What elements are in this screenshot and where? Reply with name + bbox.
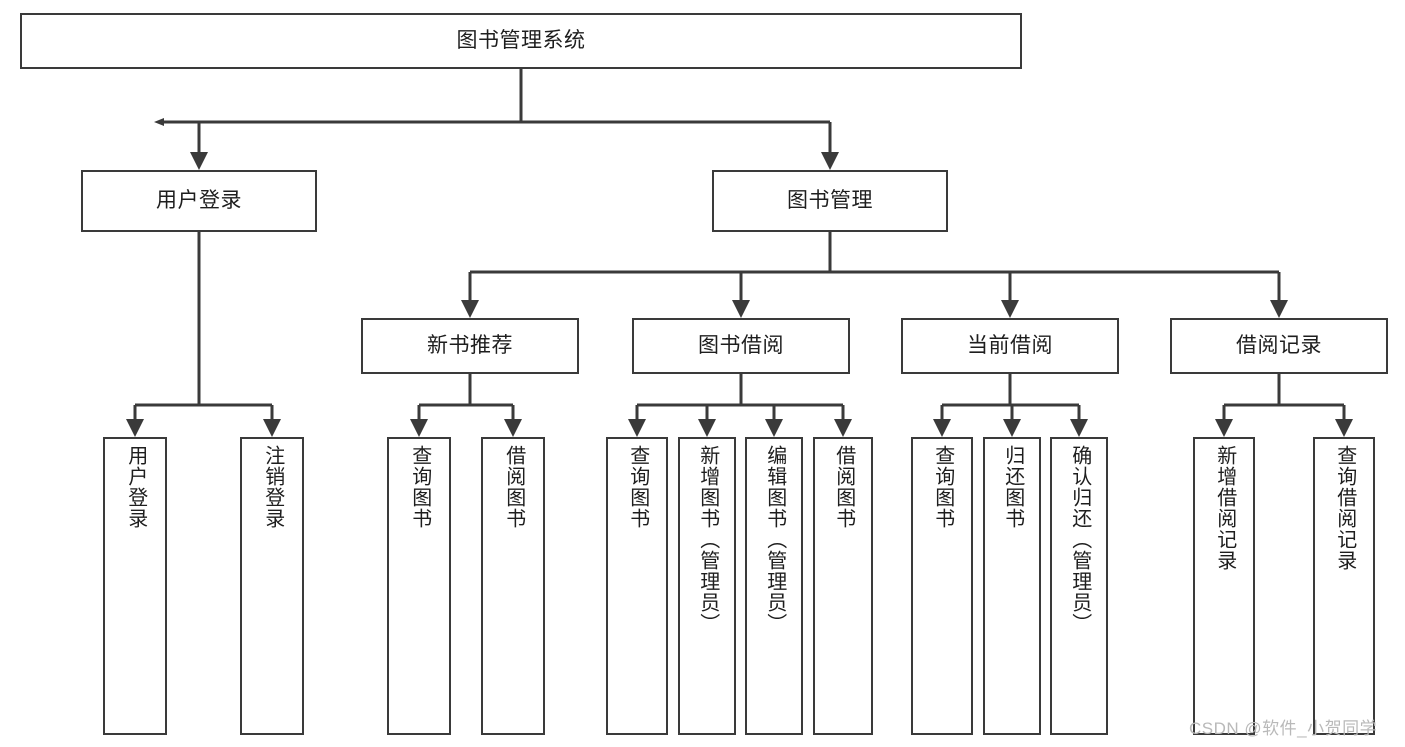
node-label: 借阅图书 — [502, 445, 525, 529]
node-new-book-recommend[interactable]: 新书推荐 — [361, 318, 579, 374]
node-label: 图书借阅 — [698, 333, 784, 357]
leaf-borrow-edit-book-admin[interactable]: 编辑图书（管理员） — [745, 437, 803, 735]
node-label: 借阅记录 — [1236, 333, 1322, 357]
leaf-current-query-book[interactable]: 查询图书 — [911, 437, 973, 735]
node-label: 图书管理系统 — [456, 28, 586, 52]
leaf-borrow-add-book-admin[interactable]: 新增图书（管理员） — [678, 437, 736, 735]
leaf-borrow-borrow-book[interactable]: 借阅图书 — [813, 437, 873, 735]
node-label: 借阅图书 — [832, 445, 855, 529]
leaf-newbook-borrow-book[interactable]: 借阅图书 — [481, 437, 545, 735]
node-label: 查询借阅记录 — [1333, 445, 1356, 571]
leaf-user-login[interactable]: 用户登录 — [103, 437, 167, 735]
node-label: 查询图书 — [931, 445, 954, 529]
arrowhead-book-manage — [821, 152, 839, 170]
leaf-record-query-borrow-record[interactable]: 查询借阅记录 — [1313, 437, 1375, 735]
node-label: 新书推荐 — [427, 333, 513, 357]
node-borrow-record[interactable]: 借阅记录 — [1170, 318, 1388, 374]
node-label: 查询图书 — [408, 445, 431, 529]
node-label: 编辑图书（管理员） — [763, 445, 786, 634]
node-label: 当前借阅 — [967, 333, 1053, 357]
node-label: 注销登录 — [261, 445, 284, 529]
leaf-borrow-query-book[interactable]: 查询图书 — [606, 437, 668, 735]
leaf-newbook-query-book[interactable]: 查询图书 — [387, 437, 451, 735]
node-root-system[interactable]: 图书管理系统 — [20, 13, 1022, 69]
node-label: 新增图书（管理员） — [696, 445, 719, 634]
node-label: 用户登录 — [156, 188, 242, 212]
leaf-record-add-borrow-record[interactable]: 新增借阅记录 — [1193, 437, 1255, 735]
node-label: 查询图书 — [626, 445, 649, 529]
edge-root-to-level1 — [154, 69, 830, 126]
arrowhead-user-login — [190, 152, 208, 170]
node-label: 图书管理 — [787, 188, 873, 212]
leaf-current-confirm-return-admin[interactable]: 确认归还（管理员） — [1050, 437, 1108, 735]
node-label: 归还图书 — [1001, 445, 1024, 529]
node-book-management[interactable]: 图书管理 — [712, 170, 948, 232]
node-label: 用户登录 — [124, 445, 147, 529]
leaf-logout[interactable]: 注销登录 — [240, 437, 304, 735]
node-label: 确认归还（管理员） — [1068, 445, 1091, 634]
node-user-login[interactable]: 用户登录 — [81, 170, 317, 232]
node-current-borrow[interactable]: 当前借阅 — [901, 318, 1119, 374]
node-label: 新增借阅记录 — [1213, 445, 1236, 571]
leaf-current-return-book[interactable]: 归还图书 — [983, 437, 1041, 735]
node-book-borrow[interactable]: 图书借阅 — [632, 318, 850, 374]
